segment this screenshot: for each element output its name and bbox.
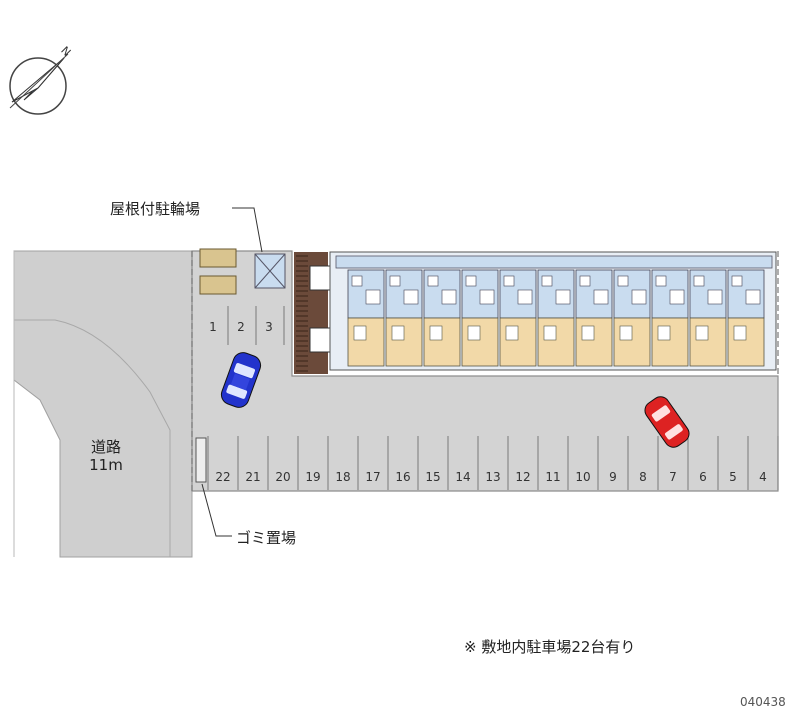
parking-space-number: 2 bbox=[237, 320, 245, 334]
bicycle-parking bbox=[199, 248, 286, 295]
apartment-unit bbox=[575, 269, 613, 367]
parking-space-number: 13 bbox=[485, 470, 500, 484]
parking-space-number: 22 bbox=[215, 470, 230, 484]
compass-icon: N bbox=[9, 44, 73, 115]
apartment-unit bbox=[689, 269, 727, 367]
parking-space-number: 20 bbox=[275, 470, 290, 484]
road bbox=[13, 250, 193, 558]
blue-car-icon bbox=[220, 352, 262, 408]
parking-space-number: 5 bbox=[729, 470, 737, 484]
parking-space-number: 10 bbox=[575, 470, 590, 484]
garbage-leader-line bbox=[201, 483, 232, 537]
garbage-area bbox=[195, 437, 207, 483]
bicycle-parking-label: 屋根付駐輪場 bbox=[110, 200, 201, 218]
parking-space-number: 11 bbox=[545, 470, 560, 484]
north-label: N bbox=[58, 44, 73, 59]
parking-space-number: 16 bbox=[395, 470, 410, 484]
apartment-unit bbox=[423, 269, 461, 367]
apartment-unit bbox=[385, 269, 423, 367]
parking-space-number: 3 bbox=[265, 320, 273, 334]
parking-space-number: 21 bbox=[245, 470, 260, 484]
road-label: 道路 11m bbox=[84, 438, 128, 474]
road-width: 11m bbox=[89, 456, 123, 474]
parking-space-number: 7 bbox=[669, 470, 677, 484]
apartment-unit bbox=[537, 269, 575, 367]
red-car-icon bbox=[644, 396, 690, 448]
parking-space-number: 12 bbox=[515, 470, 530, 484]
parking-space-number: 4 bbox=[759, 470, 767, 484]
apartment-unit bbox=[499, 269, 537, 367]
stair bbox=[294, 252, 331, 374]
parking-space-number: 6 bbox=[699, 470, 707, 484]
road-name: 道路 bbox=[90, 438, 121, 456]
parking-space-number: 9 bbox=[609, 470, 617, 484]
apartment-unit bbox=[613, 269, 651, 367]
apartment-unit bbox=[347, 269, 385, 367]
parking-space-number: 8 bbox=[639, 470, 647, 484]
parking-space-number: 14 bbox=[455, 470, 470, 484]
parking-lot bbox=[191, 250, 779, 492]
apartment-unit bbox=[461, 269, 499, 367]
bicycle-leader-line bbox=[232, 207, 263, 253]
parking-note: ※ 敷地内駐車場22台有り bbox=[464, 638, 636, 656]
parking-space-number: 17 bbox=[365, 470, 380, 484]
apartment-unit bbox=[651, 269, 689, 367]
parking-space-number: 19 bbox=[305, 470, 320, 484]
parking-space-number: 1 bbox=[209, 320, 217, 334]
garbage-area-label: ゴミ置場 bbox=[236, 529, 297, 547]
apartment-unit bbox=[727, 269, 765, 367]
image-code: 040438 bbox=[740, 695, 786, 709]
parking-space-number: 15 bbox=[425, 470, 440, 484]
parking-space-number: 18 bbox=[335, 470, 350, 484]
building bbox=[329, 251, 777, 371]
